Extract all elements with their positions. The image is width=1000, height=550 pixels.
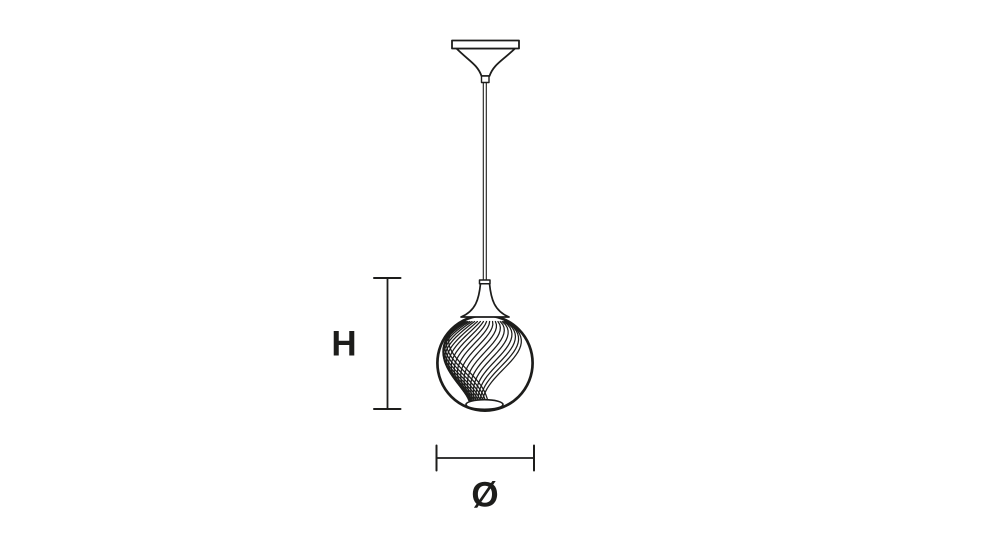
suspension-cord-icon [482, 81, 487, 282]
swirl-rib-line [460, 320, 494, 402]
globe-bottom-cap [465, 398, 504, 411]
ceiling-canopy-icon [451, 39, 520, 84]
swirl-rib-line [453, 320, 488, 402]
canopy-plate [451, 39, 520, 50]
swirl-rib-line [477, 320, 517, 402]
socket-body [460, 282, 510, 318]
swirl-rib-line [474, 320, 513, 402]
swirl-rib-line [466, 320, 502, 402]
diameter-label: Ø [471, 475, 499, 515]
diameter-dimension-line [435, 444, 535, 472]
swirl-rib-line [442, 320, 482, 402]
swirl-rib-line [469, 320, 505, 402]
swirl-glass-globe-icon [436, 314, 534, 412]
swirl-pattern [442, 320, 522, 402]
swirl-rib-line [472, 320, 509, 402]
swirl-rib-line [479, 320, 520, 402]
height-label: H [331, 324, 357, 364]
swirl-rib-line [481, 320, 522, 402]
swirl-rib-line [456, 320, 491, 402]
canopy-nub [480, 75, 490, 84]
swirl-rib-line [463, 320, 498, 402]
lamp-socket-icon [460, 279, 510, 318]
height-dimension-line [373, 277, 402, 410]
canopy-bell [455, 47, 516, 77]
socket-cap [478, 279, 491, 285]
